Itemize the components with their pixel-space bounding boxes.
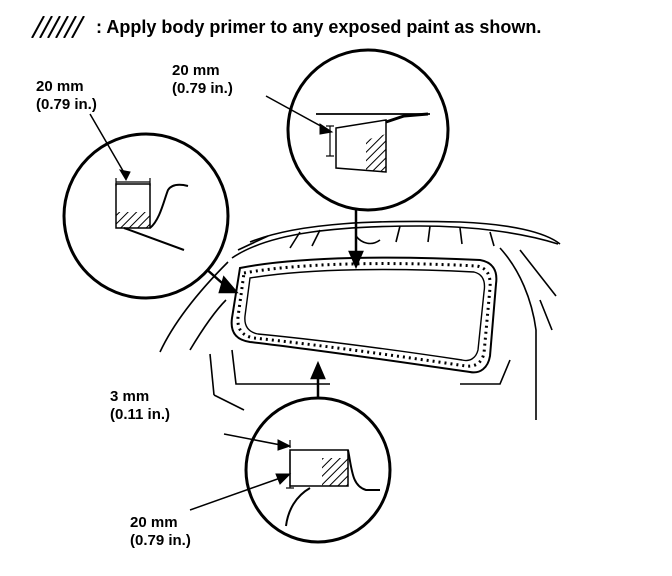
callout-bottom-upper-in: (0.11 in.) (110, 406, 171, 423)
window-opening (230, 256, 498, 374)
legend: : Apply body primer to any exposed paint… (30, 12, 541, 42)
callout-bottom-lower-label: 20 mm (0.79 in.) (130, 514, 191, 550)
detail-circle-bottom (189, 396, 392, 544)
legend-text: : Apply body primer to any exposed paint… (96, 16, 542, 37)
detail-circle-top (265, 48, 450, 212)
leader-arrows (195, 208, 364, 404)
callout-left-label: 20 mm (0.79 in.) (36, 78, 97, 114)
callout-left-in: (0.79 in.) (36, 96, 97, 113)
callout-top-mm: 20 mm (172, 62, 220, 79)
vehicle-body (159, 220, 561, 420)
callout-top-label: 20 mm (0.79 in.) (172, 62, 233, 98)
callout-bottom-lower-in: (0.79 in.) (130, 532, 191, 549)
callout-left-mm: 20 mm (36, 78, 84, 95)
callout-bottom-lower-mm: 20 mm (130, 514, 178, 531)
callout-bottom-upper-label: 3 mm (0.11 in.) (110, 388, 170, 424)
hatch-swatch-icon (31, 16, 85, 38)
callout-top-in: (0.79 in.) (172, 80, 233, 97)
callout-bottom-upper-mm: 3 mm (110, 388, 150, 405)
detail-circle-left (62, 113, 230, 300)
